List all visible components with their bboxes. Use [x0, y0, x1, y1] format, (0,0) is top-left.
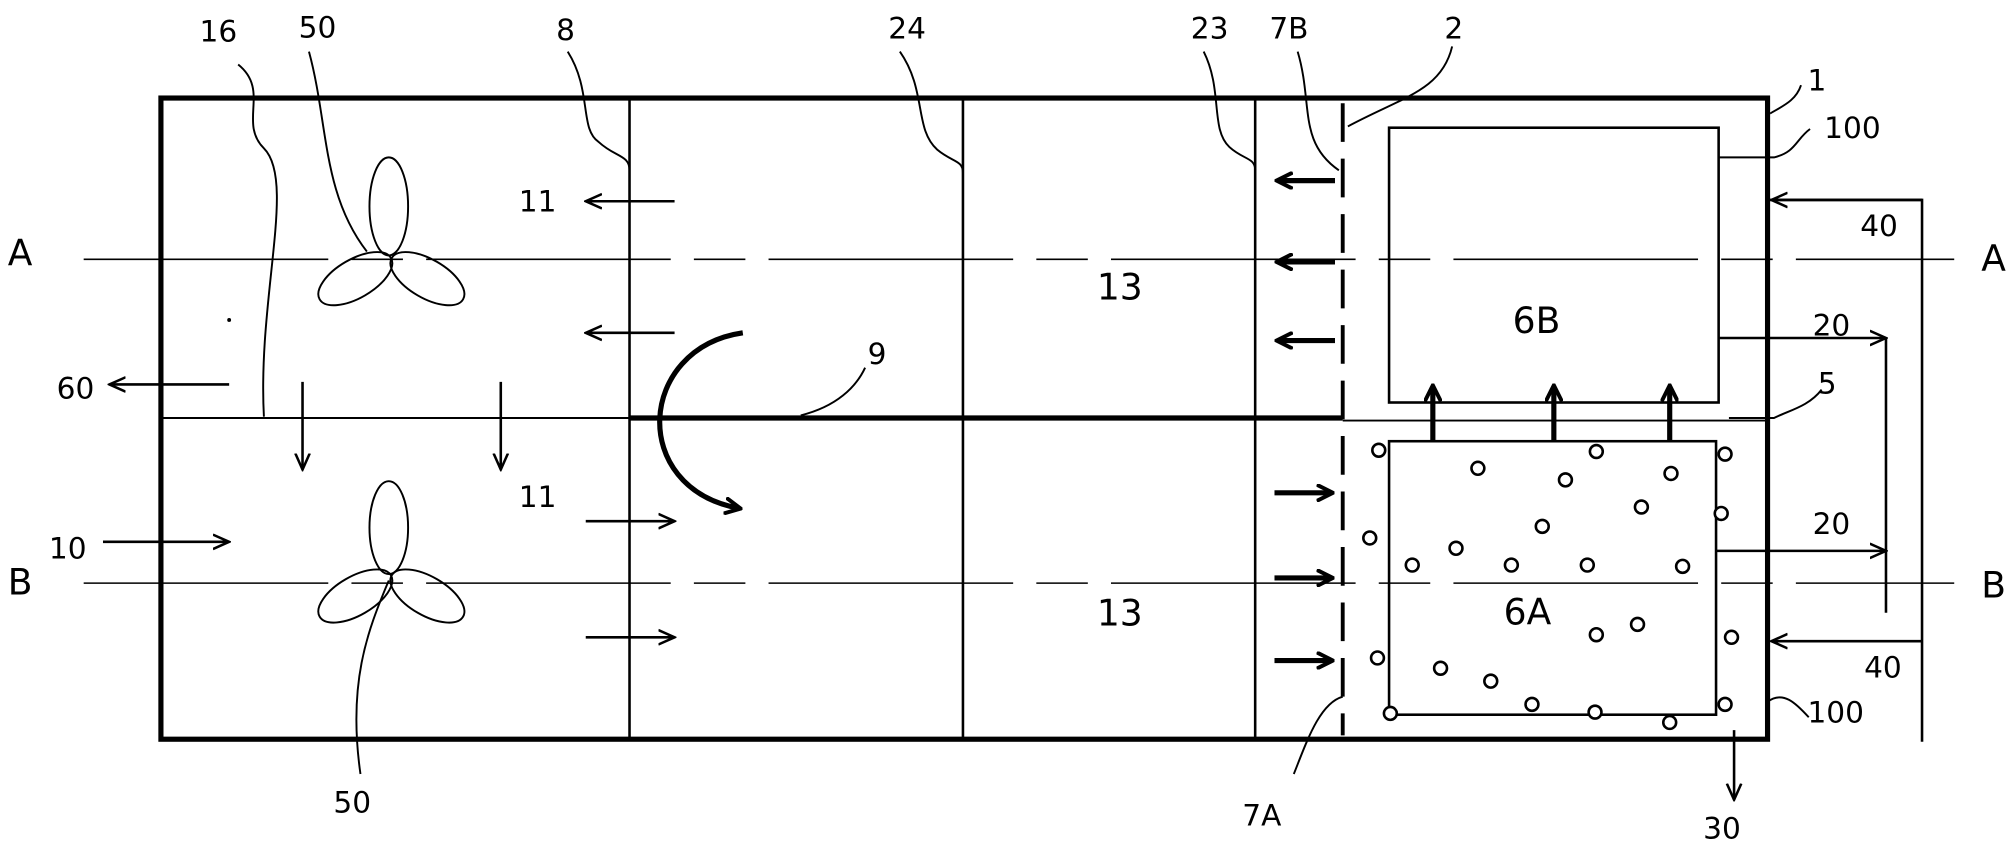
label-60: 60	[57, 371, 95, 406]
label-b-right: B	[1981, 564, 2006, 606]
label-7a: 7A	[1242, 798, 1282, 833]
label-5: 5	[1818, 365, 1837, 400]
label-11-lower: 11	[519, 479, 557, 514]
fan-icon-lower	[317, 480, 466, 624]
label-40-upper: 40	[1860, 208, 1898, 243]
label-50-lower: 50	[333, 785, 371, 820]
label-40-lower: 40	[1864, 649, 1902, 684]
label-16: 16	[200, 13, 238, 48]
curved-flow-arrow	[657, 330, 743, 508]
label-20-upper: 20	[1813, 307, 1851, 342]
label-11-upper: 11	[519, 184, 557, 219]
label-9: 9	[868, 336, 887, 371]
particles	[1362, 442, 1740, 731]
label-23: 23	[1191, 11, 1229, 46]
label-13-upper: 13	[1097, 266, 1143, 308]
leader-lines	[237, 46, 1823, 775]
label-30: 30	[1703, 811, 1741, 845]
label-8: 8	[556, 12, 575, 47]
label-a-right: A	[1981, 238, 2006, 280]
label-50-upper: 50	[299, 9, 337, 44]
label-100-upper: 100	[1824, 110, 1880, 145]
chamber-6b	[1387, 126, 1720, 404]
label-6a: 6A	[1504, 591, 1552, 633]
label-13-lower: 13	[1097, 593, 1143, 635]
fan-icon-upper	[317, 156, 466, 307]
label-a-left: A	[8, 233, 33, 275]
label-2: 2	[1444, 11, 1463, 46]
label-1: 1	[1807, 62, 1826, 97]
label-20-lower: 20	[1813, 506, 1851, 541]
label-b-left: B	[8, 562, 33, 604]
label-7b: 7B	[1269, 11, 1308, 46]
label-100-lower: 100	[1807, 694, 1863, 729]
label-24: 24	[888, 11, 926, 46]
label-6b: 6B	[1513, 300, 1561, 342]
dust-dot	[227, 318, 232, 322]
label-10: 10	[49, 531, 87, 566]
